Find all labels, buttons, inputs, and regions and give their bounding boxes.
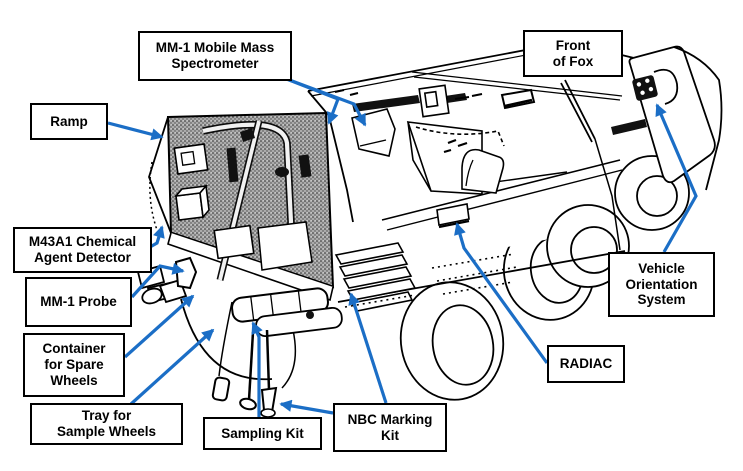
arrow-tray-sample-wheels <box>131 330 215 404</box>
label-text: M43A1 Chemical <box>28 234 137 250</box>
label-text: Tray for <box>81 408 132 424</box>
label-text: MM-1 Probe <box>40 294 117 310</box>
arrow-vehicle-orientation-system <box>657 103 696 252</box>
label-ramp: Ramp <box>30 103 108 140</box>
label-text: of Fox <box>552 53 594 69</box>
arrow-nbc-marking-kit-up <box>348 292 386 403</box>
label-text: Sample Wheels <box>56 424 157 439</box>
label-nbc-marking-kit: NBC Marking Kit <box>333 403 447 452</box>
arrow-nbc-marking-kit-left <box>279 399 333 413</box>
label-vehicle-orientation-system: Vehicle Orientation System <box>608 252 715 317</box>
label-text: for Spare <box>44 357 104 373</box>
label-text: Ramp <box>50 113 88 129</box>
label-text: System <box>637 292 686 308</box>
ramp-open-door <box>149 113 333 300</box>
wheels <box>392 156 689 408</box>
arrow-sampling-kit <box>253 321 263 417</box>
arrow-mm1-probe <box>132 262 185 297</box>
front-handle-bar <box>611 119 647 135</box>
radiac-plate <box>437 204 469 227</box>
rear-louvers <box>336 243 415 311</box>
label-text: RADIAC <box>559 356 613 372</box>
label-text: Agent Detector <box>34 250 131 265</box>
label-text: MM-1 Mobile Mass <box>155 40 275 56</box>
arrow-m43a1-detector <box>150 225 165 247</box>
label-text: Orientation <box>625 276 698 292</box>
wheel-middle-near <box>392 274 513 408</box>
label-text: Sampling Kit <box>221 425 304 441</box>
arrow-ramp <box>108 123 164 141</box>
label-mm1-mass-spectrometer: MM-1 Mobile Mass Spectrometer <box>138 31 292 81</box>
side-hatch <box>502 90 534 108</box>
label-radiac: RADIAC <box>547 345 625 383</box>
skirt-dotted-rows <box>345 254 517 307</box>
deck-equipment <box>335 85 504 194</box>
label-text: NBC Marking <box>347 411 433 427</box>
arrow-radiac <box>454 222 547 363</box>
label-sampling-kit: Sampling Kit <box>203 417 322 450</box>
label-text: Vehicle <box>638 260 685 276</box>
label-text: Front <box>555 37 591 53</box>
label-text: Kit <box>381 427 399 443</box>
arrow-container-spare-wheels <box>125 296 195 357</box>
label-tray-sample-wheels: Tray for Sample Wheels <box>30 403 183 445</box>
label-text: Wheels <box>50 372 98 388</box>
arrow-mm1-spectrometer-2 <box>284 78 365 127</box>
label-text: Spectrometer <box>171 56 259 71</box>
label-text: Container <box>42 341 106 357</box>
label-front-of-fox: Front of Fox <box>523 30 623 77</box>
label-m43a1-chemical-agent-detector: M43A1 Chemical Agent Detector <box>13 227 152 273</box>
label-mm1-probe: MM-1 Probe <box>25 277 132 327</box>
label-container-spare-wheels: Container for Spare Wheels <box>23 333 125 397</box>
callout-arrows <box>108 78 696 417</box>
vos-sensor-icon <box>632 75 658 101</box>
